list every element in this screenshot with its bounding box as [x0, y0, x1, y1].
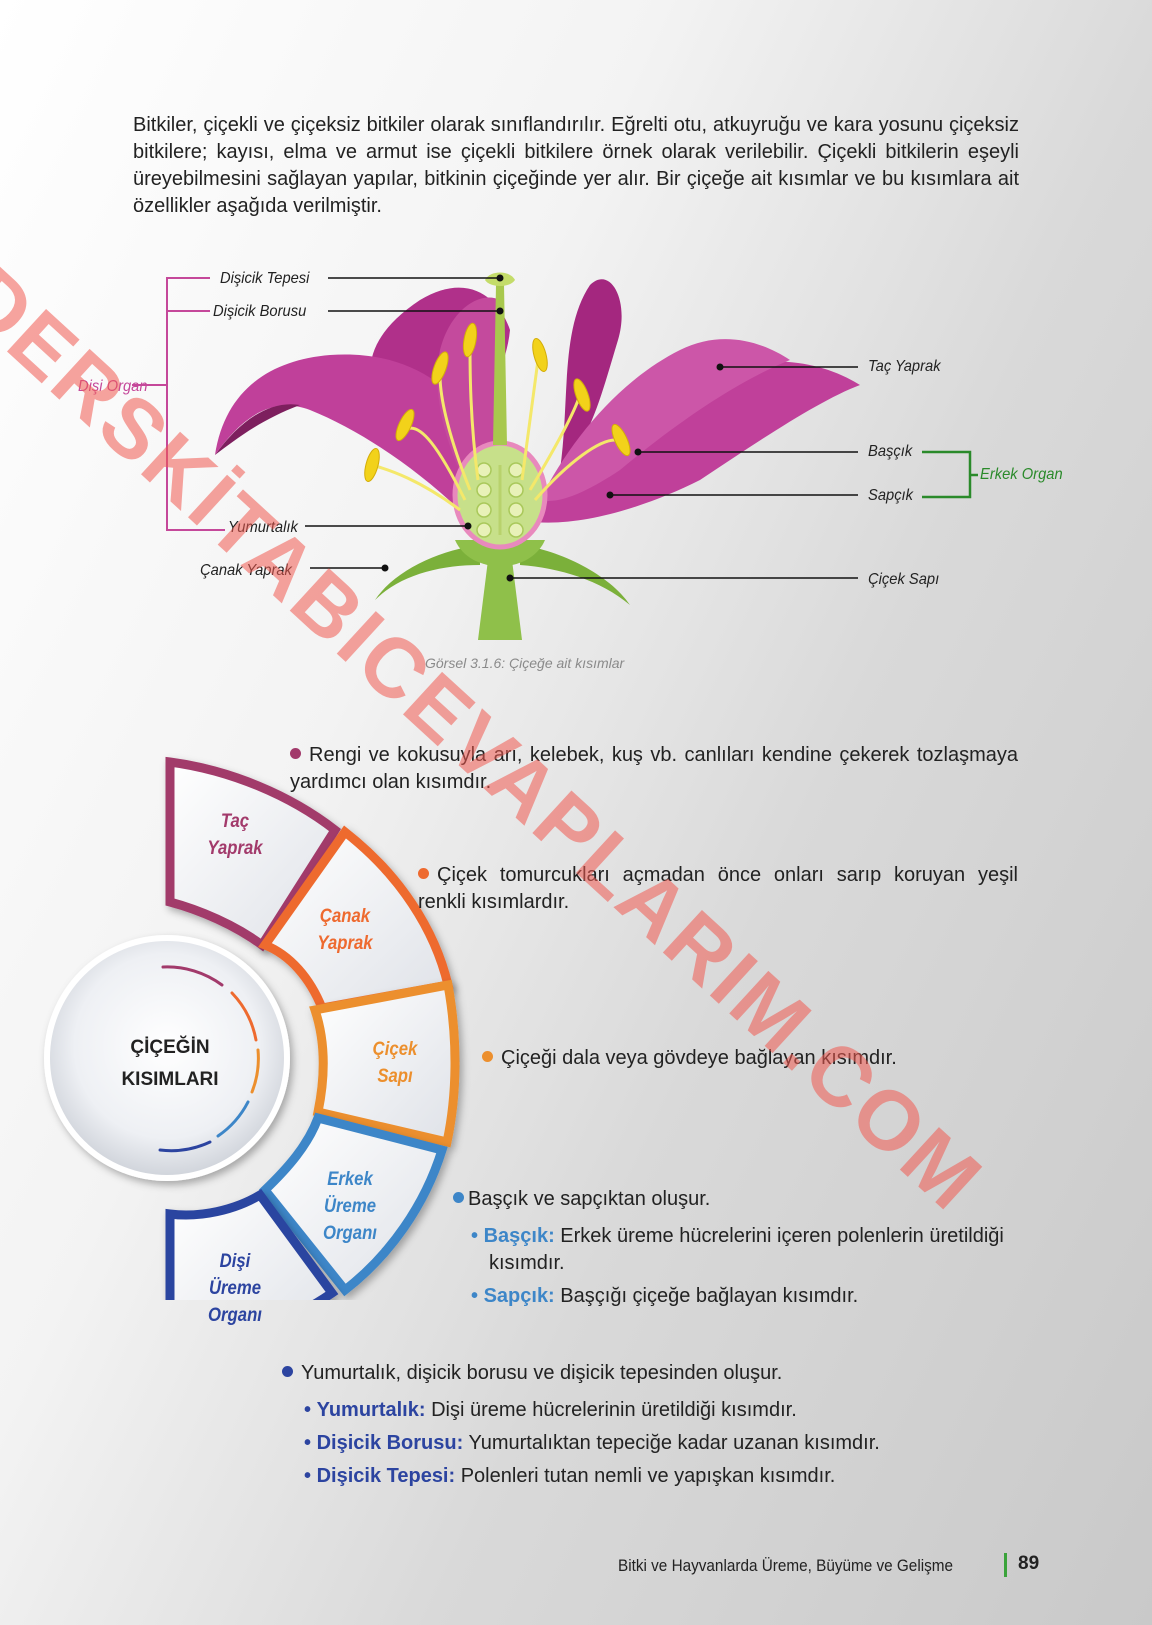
footer-title: Bitki ve Hayvanlarda Üreme, Büyüme ve Ge… — [618, 1556, 954, 1575]
label-sapcik: Sapçık — [868, 487, 914, 504]
desc-disi-ureme: Yumurtalık, dişicik borusu ve dişicik te… — [282, 1360, 1022, 1490]
style — [493, 285, 507, 445]
intro-text: Bitkiler, çiçekli ve çiçeksiz bitkiler o… — [133, 112, 1019, 220]
parts-ring — [44, 756, 460, 1300]
desc-cicek-sapi: Çiçeği dala veya gövdeye bağlayan kısımd… — [482, 1045, 1022, 1072]
receptacle — [455, 540, 545, 567]
bullet-dot — [453, 1192, 464, 1203]
label-disicik-tepesi: Dişicik Tepesi — [220, 270, 310, 287]
desc-canak-text: Çiçek tomurcukları açmadan önce onları s… — [418, 864, 1018, 913]
desc-erkek-text: Başçık ve sapçıktan oluşur. — [468, 1188, 711, 1210]
petal-back-right — [560, 279, 622, 470]
sepal-right — [520, 545, 630, 605]
footer-divider — [1004, 1553, 1007, 1577]
disi-item-disicik-tepesi: • Dişicik Tepesi: Polenleri tutan nemli … — [304, 1465, 836, 1487]
segment-label-disi-ureme: Dişi Üreme Organı — [208, 1251, 262, 1326]
bullet-dot — [290, 748, 301, 759]
desc-tac-yaprak: Rengi ve kokusuyla arı, kelebek, kuş vb.… — [290, 742, 1018, 796]
segment-tac-yaprak — [165, 756, 341, 952]
center-title: ÇİÇEĞİN KISIMLARI — [121, 1037, 219, 1090]
disi-item-yumurtalik: • Yumurtalık: Dişi üreme hücrelerinin ür… — [304, 1399, 797, 1421]
label-canak-yaprak: Çanak Yaprak — [200, 562, 292, 579]
segment-label-canak-yaprak: Çanak Yaprak — [317, 906, 373, 954]
desc-sap-text: Çiçeği dala veya gövdeye bağlayan kısımd… — [501, 1047, 897, 1069]
segment-label-tac-yaprak: Taç Yaprak — [207, 811, 263, 859]
petal-left — [215, 354, 480, 520]
bullet-dot — [482, 1051, 493, 1062]
term-disicik-borusu: Dişicik Borusu: — [316, 1432, 464, 1454]
anthers — [364, 322, 631, 482]
page-number: 89 — [1018, 1553, 1040, 1574]
label-disicik-borusu: Dişicik Borusu — [213, 303, 307, 320]
term-sapcik: Sapçık: — [483, 1285, 555, 1307]
desc-disi-text: Yumurtalık, dişicik borusu ve dişicik te… — [301, 1362, 783, 1384]
text-disicik-borusu: Yumurtalıktan tepeciğe kadar uzanan kısı… — [468, 1432, 880, 1454]
flower-diagram — [132, 272, 978, 640]
segment-label-erkek-ureme: Erkek Üreme Organı — [323, 1169, 377, 1244]
sepal-left — [375, 545, 480, 600]
desc-erkek-ureme: Başçık ve sapçıktan oluşur. • Başçık: Er… — [453, 1186, 1023, 1310]
label-yumurtalik: Yumurtalık — [228, 519, 298, 536]
text-yumurtalik: Dişi üreme hücrelerinin üretildiği kısım… — [431, 1399, 797, 1421]
disi-item-disicik-borusu: • Dişicik Borusu: Yumurtalıktan tepeciğe… — [304, 1432, 880, 1454]
term-disicik-tepesi: Dişicik Tepesi: — [316, 1465, 456, 1487]
text-sapcik: Başçığı çiçeğe bağlayan kısımdır. — [560, 1285, 859, 1307]
desc-tac-text: Rengi ve kokusuyla arı, kelebek, kuş vb.… — [290, 744, 1018, 793]
label-tac-yaprak: Taç Yaprak — [868, 358, 941, 375]
label-bascik: Başçık — [868, 443, 913, 460]
segment-cicek-sapi — [309, 979, 460, 1148]
label-erkek-organ: Erkek Organ — [980, 466, 1063, 483]
erkek-item-sapcik: • Sapçık: Başçığı çiçeğe bağlayan kısımd… — [471, 1285, 859, 1307]
bullet-dot — [418, 868, 429, 879]
erkek-item-bascik: • Başçık: Erkek üreme hücrelerini içeren… — [471, 1225, 1004, 1274]
center-circle — [44, 935, 290, 1181]
term-bascik: Başçık: — [483, 1225, 555, 1247]
segment-disi-ureme — [165, 1189, 339, 1300]
petal-right — [520, 361, 860, 523]
label-disi-organ: Dişi Organ — [78, 378, 148, 395]
ovules — [476, 462, 524, 538]
desc-canak-yaprak: Çiçek tomurcukları açmadan önce onları s… — [418, 862, 1018, 916]
bullet-dot — [282, 1366, 293, 1377]
petal-right-upper — [540, 339, 790, 501]
figure-caption: Görsel 3.1.6: Çiçeğe ait kısımlar — [425, 655, 625, 671]
term-yumurtalik: Yumurtalık: — [316, 1399, 426, 1421]
flower-stem — [478, 560, 522, 640]
segment-erkek-ureme — [258, 1112, 448, 1297]
intro-paragraph: Bitkiler, çiçekli ve çiçeksiz bitkiler o… — [133, 114, 1019, 217]
label-cicek-sapi: Çiçek Sapı — [868, 571, 940, 588]
segment-label-cicek-sapi: Çiçek Sapı — [372, 1039, 418, 1087]
text-disicik-tepesi: Polenleri tutan nemli ve yapışkan kısımd… — [460, 1465, 836, 1487]
petal-left-dark — [215, 404, 300, 455]
text-bascik: Erkek üreme hücrelerini içeren polenleri… — [489, 1225, 1004, 1274]
